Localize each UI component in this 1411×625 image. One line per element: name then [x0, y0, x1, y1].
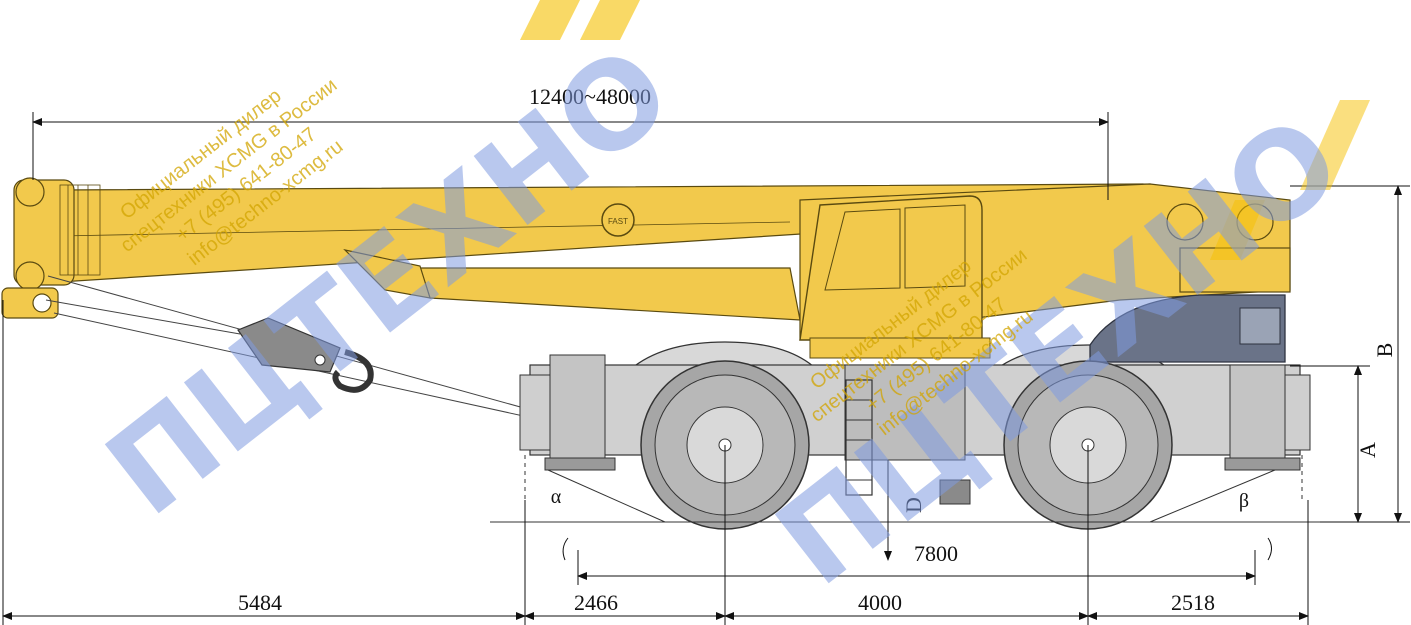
dim-approach-angle: α [551, 486, 562, 508]
dimension-lines [2, 112, 1410, 625]
rear-outrigger [1224, 364, 1311, 500]
front-outrigger [519, 354, 616, 500]
boom-head [1, 177, 101, 319]
dim-axle-to-rear: 2518 [1171, 590, 1215, 615]
operator-cab [799, 195, 991, 359]
dim-outrigger-span: 7800 [914, 541, 958, 566]
dim-height-b: B [1372, 343, 1397, 358]
approach-angle-line [547, 469, 666, 523]
engine-hood [1089, 294, 1286, 363]
dim-departure-angle: β [1239, 490, 1249, 512]
dim-height-a: A [1355, 442, 1380, 458]
dim-wheelbase: 4000 [858, 590, 902, 615]
dim-clearance-d: D [901, 497, 926, 513]
dim-front-to-axle: 2466 [574, 590, 618, 615]
access-ladder [845, 379, 873, 496]
hoist-hook [45, 275, 561, 425]
dim-front-overhang: 5484 [238, 590, 282, 615]
hook-icon [332, 349, 374, 393]
hook-block [237, 317, 341, 373]
departure-angle-line [1149, 469, 1276, 523]
boom-badge-label: FAST [608, 217, 628, 226]
dim-boom-length: 12400~48000 [529, 84, 651, 109]
boom-badge: FAST [601, 203, 635, 237]
boom-lift-cylinder-bracket [343, 248, 431, 299]
telescopic-boom: FAST [1, 177, 1291, 359]
